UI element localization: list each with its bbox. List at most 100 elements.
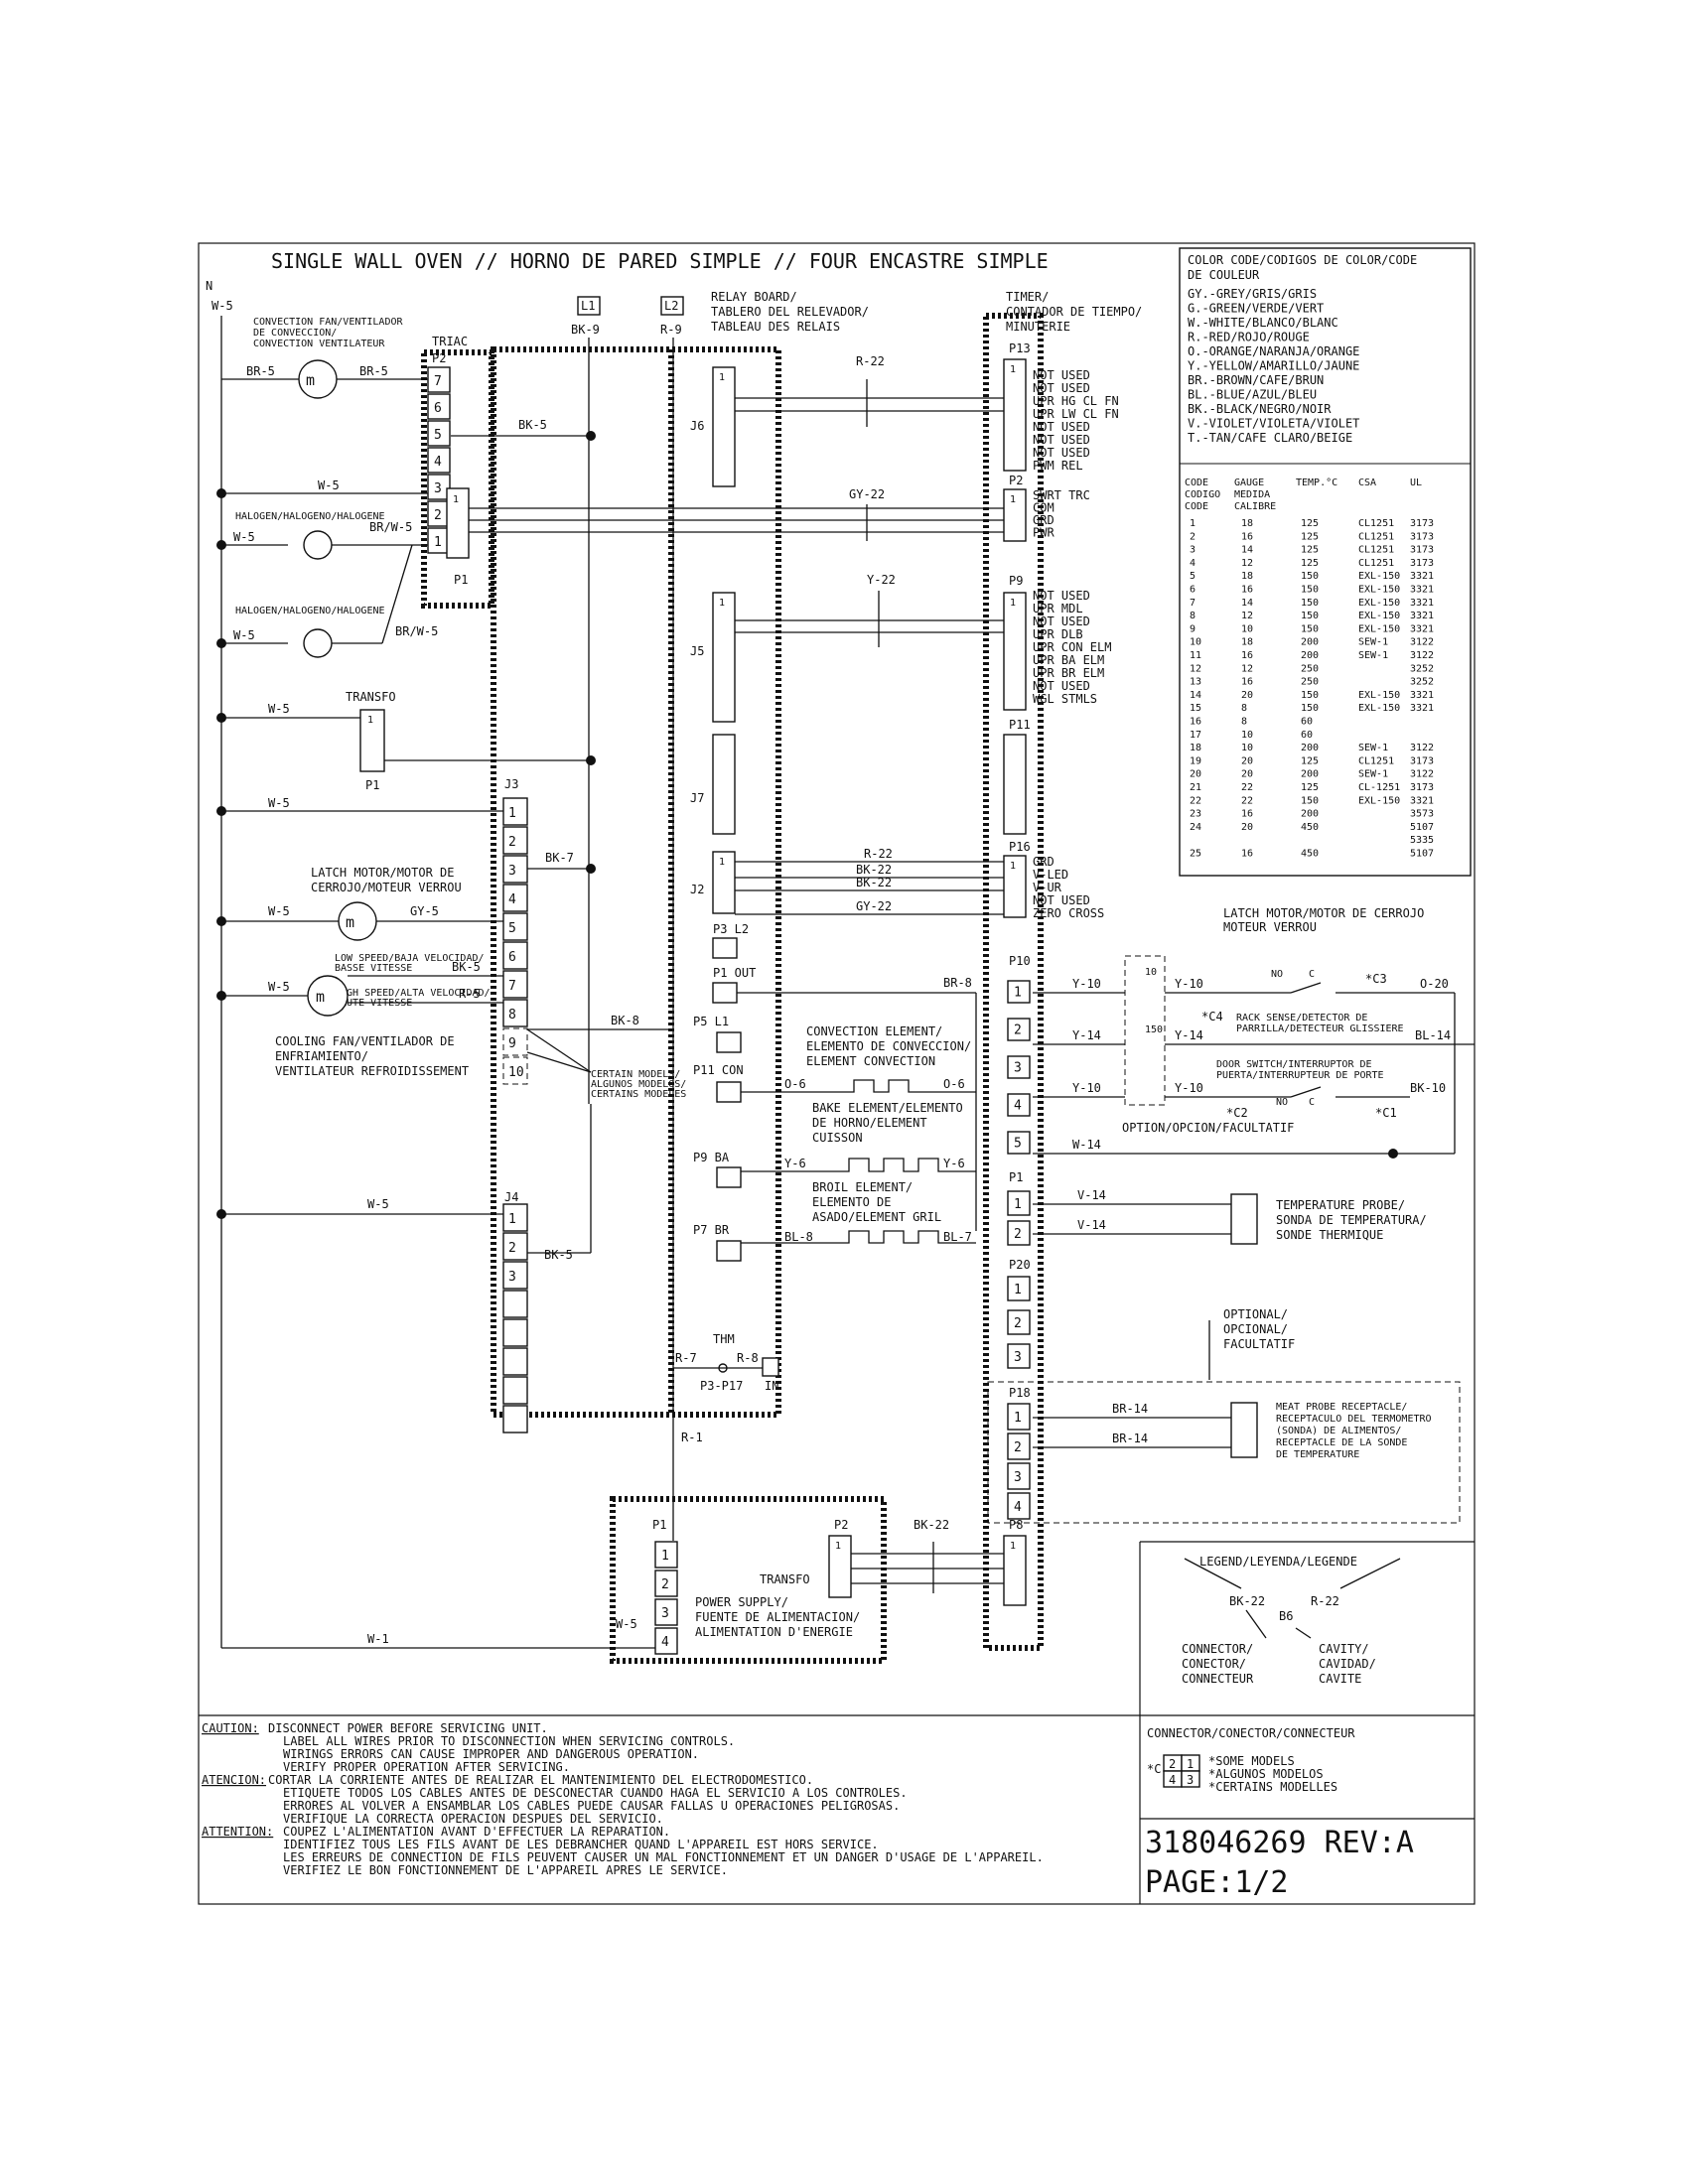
svg-text:OPTIONAL/: OPTIONAL/ xyxy=(1223,1307,1288,1321)
pin-number: 1 xyxy=(434,535,442,550)
gauge-cell: 150 xyxy=(1301,598,1319,609)
svg-text:BR-8: BR-8 xyxy=(943,976,972,990)
svg-text:B6: B6 xyxy=(1279,1609,1293,1623)
svg-text:W-5: W-5 xyxy=(268,702,290,716)
svg-text:P10: P10 xyxy=(1009,954,1031,968)
p8-connector xyxy=(1003,1535,1027,1606)
gauge-cell: EXL-150 xyxy=(1358,623,1400,634)
gauge-cell: 3173 xyxy=(1410,755,1434,766)
pin-cell xyxy=(427,420,451,447)
halogen-lamp-upper xyxy=(303,530,333,560)
gauge-cell: 8 xyxy=(1190,611,1196,621)
gauge-cell: 18 xyxy=(1241,637,1253,648)
svg-text:CUISSON: CUISSON xyxy=(812,1131,863,1145)
color-code-entry: Y.-YELLOW/AMARILLO/JAUNE xyxy=(1188,359,1359,373)
svg-text:Y-10: Y-10 xyxy=(1072,977,1101,991)
gauge-cell: EXL-150 xyxy=(1358,703,1400,714)
svg-text:1: 1 xyxy=(1010,494,1016,505)
svg-text:POWER SUPPLY/: POWER SUPPLY/ xyxy=(695,1595,788,1609)
gauge-cell: 150 xyxy=(1301,571,1319,582)
svg-text:IN: IN xyxy=(765,1379,778,1393)
svg-text:BK-9: BK-9 xyxy=(571,323,600,337)
svg-text:P11: P11 xyxy=(1009,718,1031,732)
svg-text:R-1: R-1 xyxy=(681,1431,703,1444)
gauge-cell: 3173 xyxy=(1410,782,1434,793)
pin-cell xyxy=(1007,1018,1031,1041)
gauge-cell: 3321 xyxy=(1410,571,1434,582)
pin-number: 2 xyxy=(661,1577,669,1592)
gauge-cell: 3321 xyxy=(1410,690,1434,701)
gauge-cell: 3122 xyxy=(1410,743,1434,753)
bake-element xyxy=(741,1158,976,1172)
svg-text:OPCIONAL/: OPCIONAL/ xyxy=(1223,1322,1288,1336)
svg-text:ALGUNOS MODELOS/: ALGUNOS MODELOS/ xyxy=(591,1079,686,1090)
gauge-cell: 10 xyxy=(1241,743,1253,753)
svg-text:W-5: W-5 xyxy=(268,904,290,918)
color-code-entry: G.-GREEN/VERDE/VERT xyxy=(1188,302,1324,316)
timer-p2-connector xyxy=(1003,488,1027,542)
gauge-cell: 4 xyxy=(1190,558,1196,569)
svg-text:C: C xyxy=(1309,1097,1315,1108)
svg-text:TIMER/: TIMER/ xyxy=(1006,290,1049,304)
pin-cell xyxy=(502,999,528,1027)
svg-text:10: 10 xyxy=(1145,967,1157,978)
timer-pin-label: COM xyxy=(1033,501,1055,515)
svg-text:P3 L2: P3 L2 xyxy=(713,922,749,936)
svg-text:*CERTAINS MODELLES: *CERTAINS MODELLES xyxy=(1208,1780,1337,1794)
svg-text:MOTEUR VERROU: MOTEUR VERROU xyxy=(1223,920,1317,934)
gauge-cell: 3122 xyxy=(1410,769,1434,780)
svg-text:RELAY BOARD/: RELAY BOARD/ xyxy=(711,290,797,304)
gauge-cell: 10 xyxy=(1241,623,1253,634)
gauge-cell: 3252 xyxy=(1410,677,1434,688)
svg-text:J2: J2 xyxy=(690,883,704,896)
pin-cell xyxy=(502,1203,528,1232)
svg-text:R-22: R-22 xyxy=(856,354,885,368)
attention-line: IDENTIFIEZ TOUS LES FILS AVANT DE LES DE… xyxy=(283,1838,879,1851)
timer-pin-label: UPR MDL xyxy=(1033,602,1083,615)
pin-number: 1 xyxy=(508,806,516,821)
gauge-cell: 3173 xyxy=(1410,518,1434,529)
svg-text:*C2: *C2 xyxy=(1226,1106,1248,1120)
latch-motor xyxy=(338,901,377,941)
p20-connector: 123 xyxy=(1007,1276,1031,1369)
pin-number: 3 xyxy=(1014,1470,1022,1485)
color-code-entry: V.-VIOLET/VIOLETA/VIOLET xyxy=(1188,417,1359,431)
svg-text:N: N xyxy=(206,279,212,293)
svg-text:J7: J7 xyxy=(690,791,704,805)
caution-line: LABEL ALL WIRES PRIOR TO DISCONNECTION W… xyxy=(283,1734,735,1748)
timer-pin-label: SWRT TRC xyxy=(1033,488,1090,502)
pin-number: 5 xyxy=(434,428,442,443)
gauge-cell: 25 xyxy=(1190,849,1201,860)
gauge-cell: 7 xyxy=(1190,598,1196,609)
svg-text:SONDE THERMIQUE: SONDE THERMIQUE xyxy=(1276,1228,1383,1242)
svg-text:P2: P2 xyxy=(834,1518,848,1532)
pin-cell xyxy=(427,366,451,393)
svg-text:ASADO/ELEMENT GRIL: ASADO/ELEMENT GRIL xyxy=(812,1210,941,1224)
svg-text:DOOR SWITCH/INTERRUPTOR DE: DOOR SWITCH/INTERRUPTOR DE xyxy=(1216,1059,1372,1070)
gauge-cell: 15 xyxy=(1190,703,1201,714)
svg-text:BK-5: BK-5 xyxy=(452,960,481,974)
pin-number: 3 xyxy=(434,481,442,496)
svg-text:P5 L1: P5 L1 xyxy=(693,1015,729,1028)
gauge-cell: 150 xyxy=(1301,611,1319,621)
pin-cell xyxy=(502,1376,528,1405)
gauge-cell: 200 xyxy=(1301,650,1319,661)
timer-pin-label: V-UR xyxy=(1033,881,1062,894)
gauge-cell: 3173 xyxy=(1410,558,1434,569)
convection-element xyxy=(741,1079,976,1093)
svg-text:O-6: O-6 xyxy=(784,1077,806,1091)
svg-text:P7 BR: P7 BR xyxy=(693,1223,730,1237)
gauge-cell: 125 xyxy=(1301,518,1319,529)
svg-text:BK-5: BK-5 xyxy=(518,418,547,432)
pin-cell xyxy=(1007,1403,1031,1431)
gauge-cell: 3321 xyxy=(1410,598,1434,609)
caution-block: CAUTION: DISCONNECT POWER BEFORE SERVICI… xyxy=(202,1721,1044,1877)
gauge-cell: 60 xyxy=(1301,730,1313,741)
gauge-cell: 20 xyxy=(1190,769,1201,780)
svg-text:W-5: W-5 xyxy=(268,980,290,994)
svg-text:P16: P16 xyxy=(1009,840,1031,854)
pin-number: 4 xyxy=(434,455,442,470)
broil-element xyxy=(741,1230,976,1244)
pin-cell xyxy=(1007,1343,1031,1369)
